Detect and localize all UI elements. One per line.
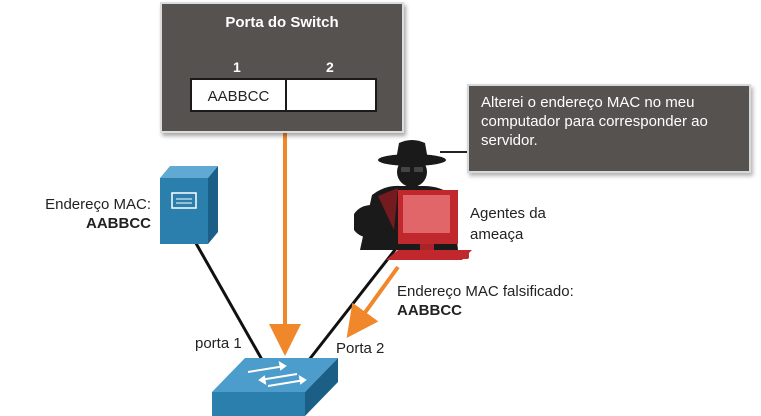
port-column-2-label: 2 — [326, 59, 334, 75]
server-mac-value: AABBCC — [86, 215, 151, 232]
switch-port-title: Porta do Switch — [225, 14, 339, 31]
callout-text: Alterei o endereço MAC no meu computador… — [481, 94, 708, 149]
threat-actor-label-line1: Agentes da — [470, 205, 546, 222]
port-1-label: porta 1 — [195, 335, 242, 352]
spoofed-mac-label: Endereço MAC falsificado: — [397, 283, 574, 300]
threat-actor-icon — [354, 140, 472, 260]
threat-actor-callout: Alterei o endereço MAC no meu computador… — [467, 84, 751, 173]
threat-actor-label-line2: ameaça — [470, 226, 524, 243]
server-icon — [160, 166, 218, 244]
switch-port-table: Porta do Switch 1 2 AABBCC — [160, 2, 404, 133]
port-1-mac-cell: AABBCC — [190, 78, 287, 112]
port-2-mac-cell — [285, 78, 377, 112]
attacker-to-switch-arrow — [346, 265, 400, 338]
server-mac-label: Endereço MAC: — [45, 196, 151, 213]
server-to-switch-link — [191, 237, 267, 366]
port-column-1-label: 1 — [233, 59, 241, 75]
spoofed-mac-value: AABBCC — [397, 302, 462, 319]
switch-icon — [212, 358, 338, 416]
port-2-label: Porta 2 — [336, 340, 385, 357]
